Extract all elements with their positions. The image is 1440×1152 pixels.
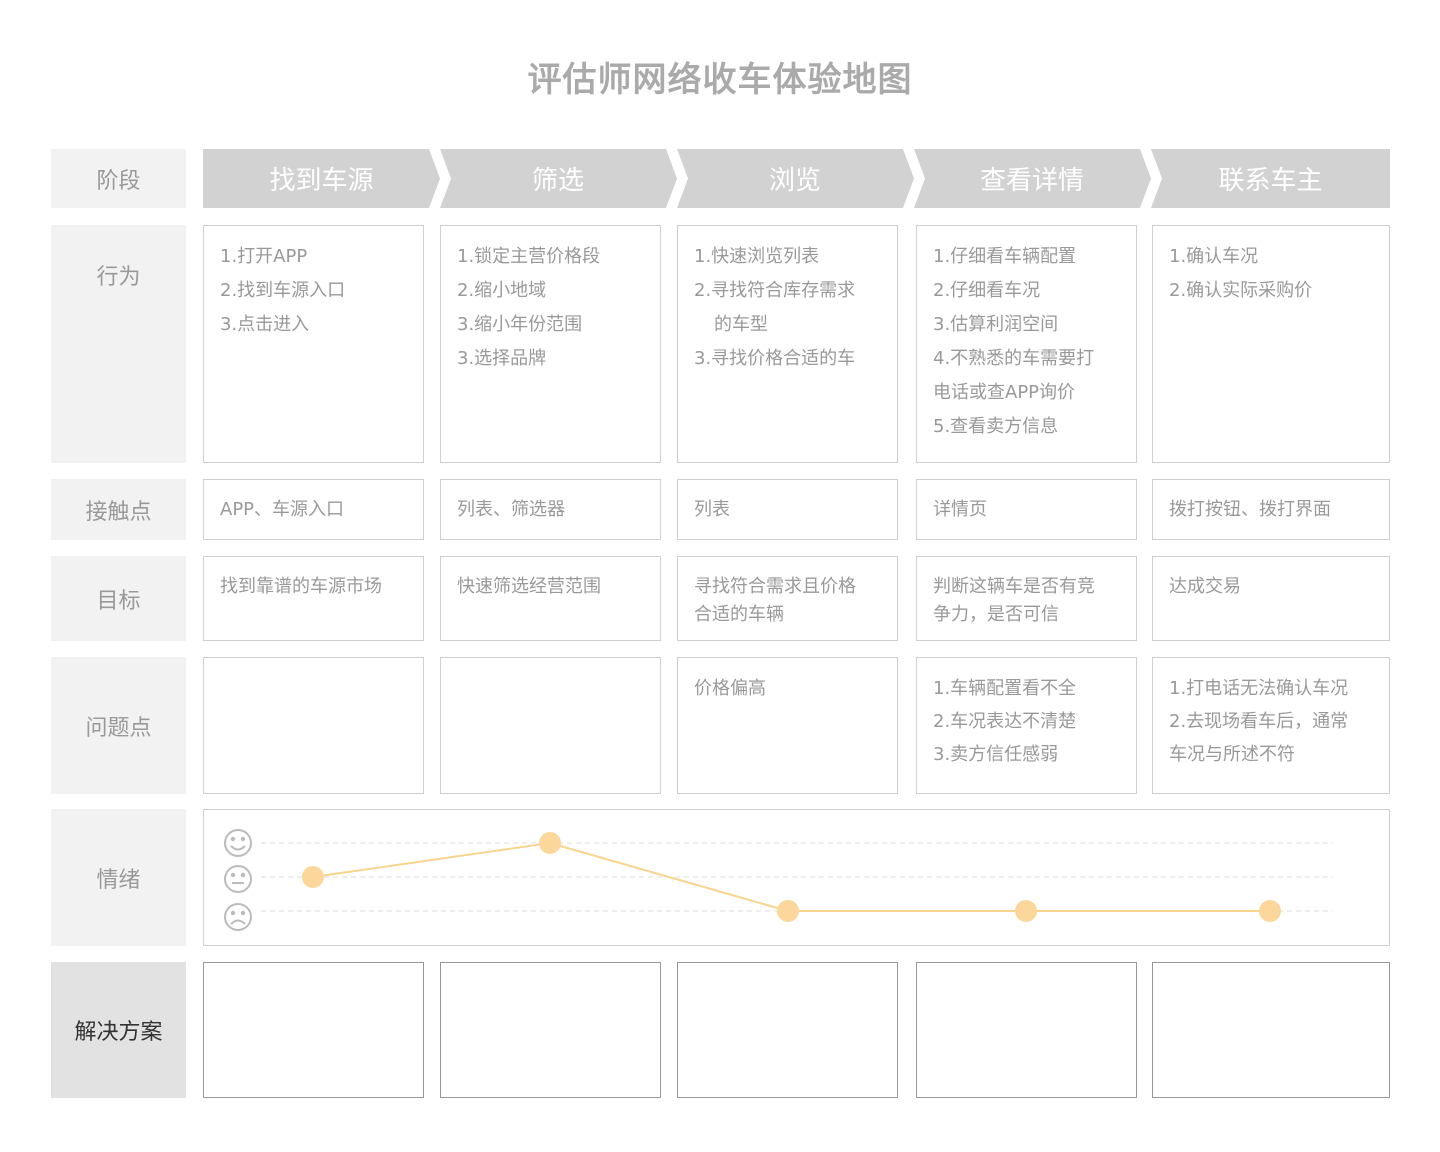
list-item: 1.确认车况 [1169, 246, 1259, 267]
list-item: 2.找到车源入口 [220, 280, 346, 301]
list-item: 3.估算利润空间 [933, 314, 1059, 335]
problem-cell [440, 657, 661, 794]
solution-cell [677, 962, 898, 1098]
goal-cell: 判断这辆车是否有竞 争力，是否可信 [916, 556, 1137, 641]
list-item: 4.不熟悉的车需要打 [933, 348, 1095, 369]
list-item: 2.寻找符合库存需求 [694, 280, 856, 301]
touchpoint-cell: 列表 [677, 479, 898, 540]
neutral-face-icon [224, 865, 252, 893]
goal-cell: 找到靠谱的车源市场 [203, 556, 424, 641]
list-item: 电话或查APP询价 [933, 382, 1076, 403]
solution-cell [203, 962, 424, 1098]
emotion-points [302, 832, 1281, 922]
row-label-problem: 问题点 [51, 657, 186, 794]
touchpoint-cell: 拨打按钮、拨打界面 [1152, 479, 1390, 540]
solution-cell [1152, 962, 1390, 1098]
row-label-goal: 目标 [51, 556, 186, 641]
problem-text: 1.车辆配置看不全 [933, 678, 1077, 699]
list-item: 3.寻找价格合适的车 [694, 348, 856, 369]
emotion-point [302, 866, 324, 888]
list-item: 3.选择品牌 [457, 348, 547, 369]
problem-cell [203, 657, 424, 794]
list-item: 5.查看卖方信息 [933, 416, 1059, 437]
touchpoint-cell: 详情页 [916, 479, 1137, 540]
row-label-stage: 阶段 [51, 149, 186, 208]
goal-text: 达成交易 [1169, 576, 1241, 597]
row-label-behavior: 行为 [51, 225, 186, 463]
problem-text: 2.车况表达不清楚 [933, 711, 1077, 732]
page-title: 评估师网络收车体验地图 [527, 60, 913, 100]
list-item: 2.缩小地域 [457, 280, 547, 301]
problem-cell: 价格偏高 [677, 657, 898, 794]
emotion-point [1259, 900, 1281, 922]
list-item: 1.快速浏览列表 [694, 246, 820, 267]
touchpoint-cell: APP、车源入口 [203, 479, 424, 540]
row-label-touchpoint: 接触点 [51, 479, 186, 540]
emotion-point [1015, 900, 1037, 922]
stage-label: 查看详情 [979, 166, 1084, 196]
emotion-point [777, 900, 799, 922]
behavior-cell: 1.确认车况 2.确认实际采购价 [1152, 225, 1390, 463]
stage-arrows [203, 149, 1390, 208]
stage-label: 浏览 [768, 166, 821, 196]
stage-label: 筛选 [531, 166, 584, 196]
goal-text: 快速筛选经营范围 [457, 576, 601, 597]
list-item: 3.点击进入 [220, 314, 310, 335]
stage-label: 联系车主 [1218, 166, 1323, 196]
goal-text: 找到靠谱的车源市场 [220, 576, 382, 597]
frown-icon [224, 903, 252, 931]
list-item: 3.缩小年份范围 [457, 314, 583, 335]
stage-arrow-5 [1151, 149, 1390, 208]
stage-arrow-3 [677, 149, 914, 208]
problem-text: 1.打电话无法确认车况 [1169, 678, 1349, 699]
solution-cell [916, 962, 1137, 1098]
behavior-cell: 1.打开APP 2.找到车源入口 3.点击进入 [203, 225, 424, 463]
goal-text: 寻找符合需求且价格 [694, 576, 856, 597]
stage-arrow-1 [203, 149, 440, 208]
problem-cell: 1.打电话无法确认车况 2.去现场看车后，通常 车况与所述不符 [1152, 657, 1390, 794]
solution-cell [440, 962, 661, 1098]
goal-cell: 寻找符合需求且价格 合适的车辆 [677, 556, 898, 641]
list-item: 1.打开APP [220, 246, 308, 267]
goal-text: 争力，是否可信 [933, 604, 1059, 625]
goal-text: 合适的车辆 [694, 604, 784, 625]
stage-arrow-4 [914, 149, 1151, 208]
list-item: 2.确认实际采购价 [1169, 280, 1313, 301]
list-item: 2.仔细看车况 [933, 280, 1041, 301]
goal-text: 判断这辆车是否有竞 [933, 576, 1095, 597]
list-item: 的车型 [714, 314, 768, 335]
problem-text: 价格偏高 [694, 678, 766, 699]
emotion-curve [224, 829, 1333, 931]
problem-text: 车况与所述不符 [1169, 744, 1295, 765]
behavior-cell: 1.锁定主营价格段 2.缩小地域 3.缩小年份范围 3.选择品牌 [440, 225, 661, 463]
problem-text: 3.卖方信任感弱 [933, 744, 1059, 765]
smile-icon [224, 829, 252, 857]
list-item: 1.锁定主营价格段 [457, 246, 601, 267]
list-item: 1.仔细看车辆配置 [933, 246, 1077, 267]
stage-label: 找到车源 [269, 166, 374, 196]
goal-cell: 达成交易 [1152, 556, 1390, 641]
problem-cell: 1.车辆配置看不全 2.车况表达不清楚 3.卖方信任感弱 [916, 657, 1137, 794]
behavior-cell: 1.仔细看车辆配置 2.仔细看车况 3.估算利润空间 4.不熟悉的车需要打 电话… [916, 225, 1137, 463]
row-label-solution: 解决方案 [51, 962, 186, 1098]
goal-cell: 快速筛选经营范围 [440, 556, 661, 641]
row-label-emotion: 情绪 [51, 809, 186, 946]
stage-arrow-2 [440, 149, 677, 208]
behavior-cell: 1.快速浏览列表 2.寻找符合库存需求 的车型 3.寻找价格合适的车 [677, 225, 898, 463]
touchpoint-cell: 列表、筛选器 [440, 479, 661, 540]
emotion-point [539, 832, 561, 854]
emotion-panel [203, 809, 1390, 946]
problem-text: 2.去现场看车后，通常 [1169, 711, 1349, 732]
